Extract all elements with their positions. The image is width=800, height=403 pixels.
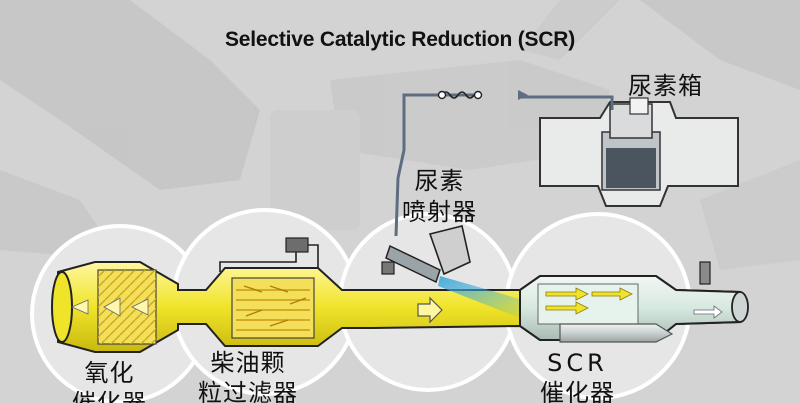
scr-catalyst [519,261,749,343]
urea-injector-label-line1: 尿素 [414,167,465,195]
page-title: Selective Catalytic Reduction (SCR) [224,28,576,51]
urea-tank [539,97,739,207]
urea-spray [438,276,530,318]
oxidation-catalyst-label-line1: 氧化 [84,359,135,387]
urea-injector [381,225,530,318]
oxidation-catalyst [71,269,157,345]
urea-injector-label: 尿素 喷射器 [402,166,477,228]
urea-injector-label-line2: 喷射器 [402,198,477,226]
urea-tank-label: 尿素箱 [628,72,703,100]
flow-arrow [417,296,443,324]
dpf-label: 柴油颗 粒过滤器 [198,348,298,403]
scr-catalyst-label-line2: 催化器 [540,379,615,403]
oxidation-catalyst-label-line2: 催化器 [72,389,147,403]
scr-catalyst-label-line1: SCR [547,349,608,377]
urea-supply-line [394,90,614,237]
dpf-label-line1: 柴油颗 [210,349,286,377]
dpf [219,237,319,339]
dpf-label-line2: 粒过滤器 [198,379,298,403]
oxidation-catalyst-label: 氧化 催化器 [72,358,147,403]
scr-catalyst-label: SCR 催化器 [540,348,615,403]
